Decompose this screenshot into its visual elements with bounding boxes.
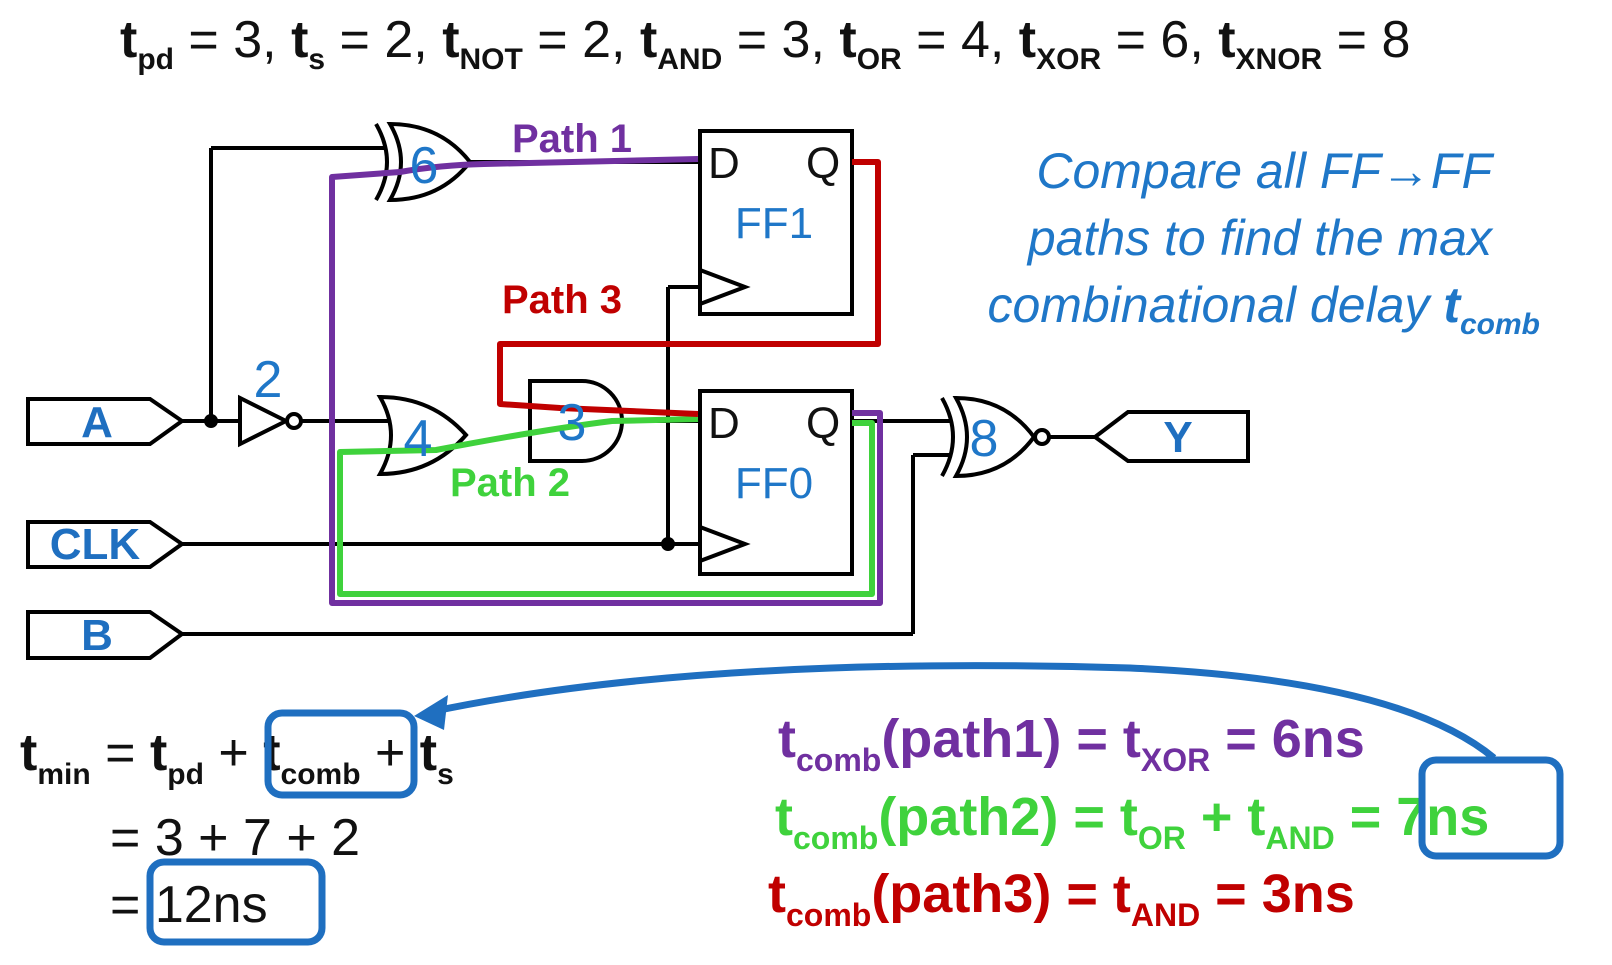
ff1-q-label: Q (806, 139, 840, 188)
ff1-clock-triangle (699, 268, 751, 306)
or-gate (376, 394, 469, 477)
or-delay: 4 (404, 410, 433, 468)
junction-dot-a (204, 414, 218, 428)
result-highlight-box (146, 858, 326, 946)
formula-line-1: tmin = tpd + tcomb + ts (20, 724, 454, 791)
ff1-box (698, 129, 854, 316)
xor-delay: 6 (410, 137, 439, 195)
comb-path2-line: tcomb(path2) = tOR + tAND = 7ns (775, 787, 1489, 856)
ff1-name: FF1 (735, 199, 813, 248)
feedback-arrow-head (414, 695, 448, 730)
port-label-a: A (81, 398, 113, 447)
formula-line-3: = 12ns (110, 876, 268, 934)
path1-highlight (329, 156, 883, 606)
comb-path3-line: tcomb(path3) = tAND = 3ns (768, 864, 1355, 933)
note-line-2: paths to find the max (1026, 210, 1494, 266)
parameter-line: tpd = 3, ts = 2, tNOT = 2, tAND = 3, tOR… (120, 11, 1410, 76)
input-port-a (26, 397, 186, 446)
note-line-1: Compare all FF→FF (1036, 143, 1494, 199)
not-delay: 2 (254, 351, 283, 409)
path2-label: Path 2 (450, 461, 570, 505)
ff1-d-label: D (708, 139, 740, 188)
path2-highlight (337, 416, 875, 597)
path1-label: Path 1 (512, 117, 632, 161)
comb-path1-line: tcomb(path1) = tXOR = 6ns (778, 709, 1365, 778)
formula-line-2: = 3 + 7 + 2 (110, 809, 360, 867)
ff0-q-label: Q (806, 399, 840, 448)
wires (180, 146, 1095, 636)
port-label-clk: CLK (50, 520, 141, 569)
max-path-highlight-box (1418, 756, 1564, 860)
xnor-gate (940, 395, 1051, 479)
input-port-clk (26, 520, 186, 569)
not-gate (238, 394, 303, 448)
junction-dot-clk (661, 537, 675, 551)
xnor-delay: 8 (970, 410, 999, 468)
output-port-y (1091, 410, 1250, 463)
port-label-b: B (81, 611, 113, 660)
tcomb-highlight-box (264, 709, 418, 799)
ff0-box (698, 389, 854, 576)
xor-gate (374, 121, 473, 203)
feedback-arrow (429, 662, 1497, 761)
ff0-name: FF0 (735, 459, 813, 508)
ff0-d-label: D (708, 399, 740, 448)
and-delay: 3 (558, 394, 587, 452)
ff0-clock-triangle (699, 525, 751, 563)
port-label-y: Y (1163, 413, 1192, 462)
path3-label: Path 3 (502, 278, 622, 322)
note-line-3: combinational delay tcomb (987, 277, 1540, 341)
path3-highlight (497, 159, 881, 417)
input-port-b (26, 610, 186, 660)
